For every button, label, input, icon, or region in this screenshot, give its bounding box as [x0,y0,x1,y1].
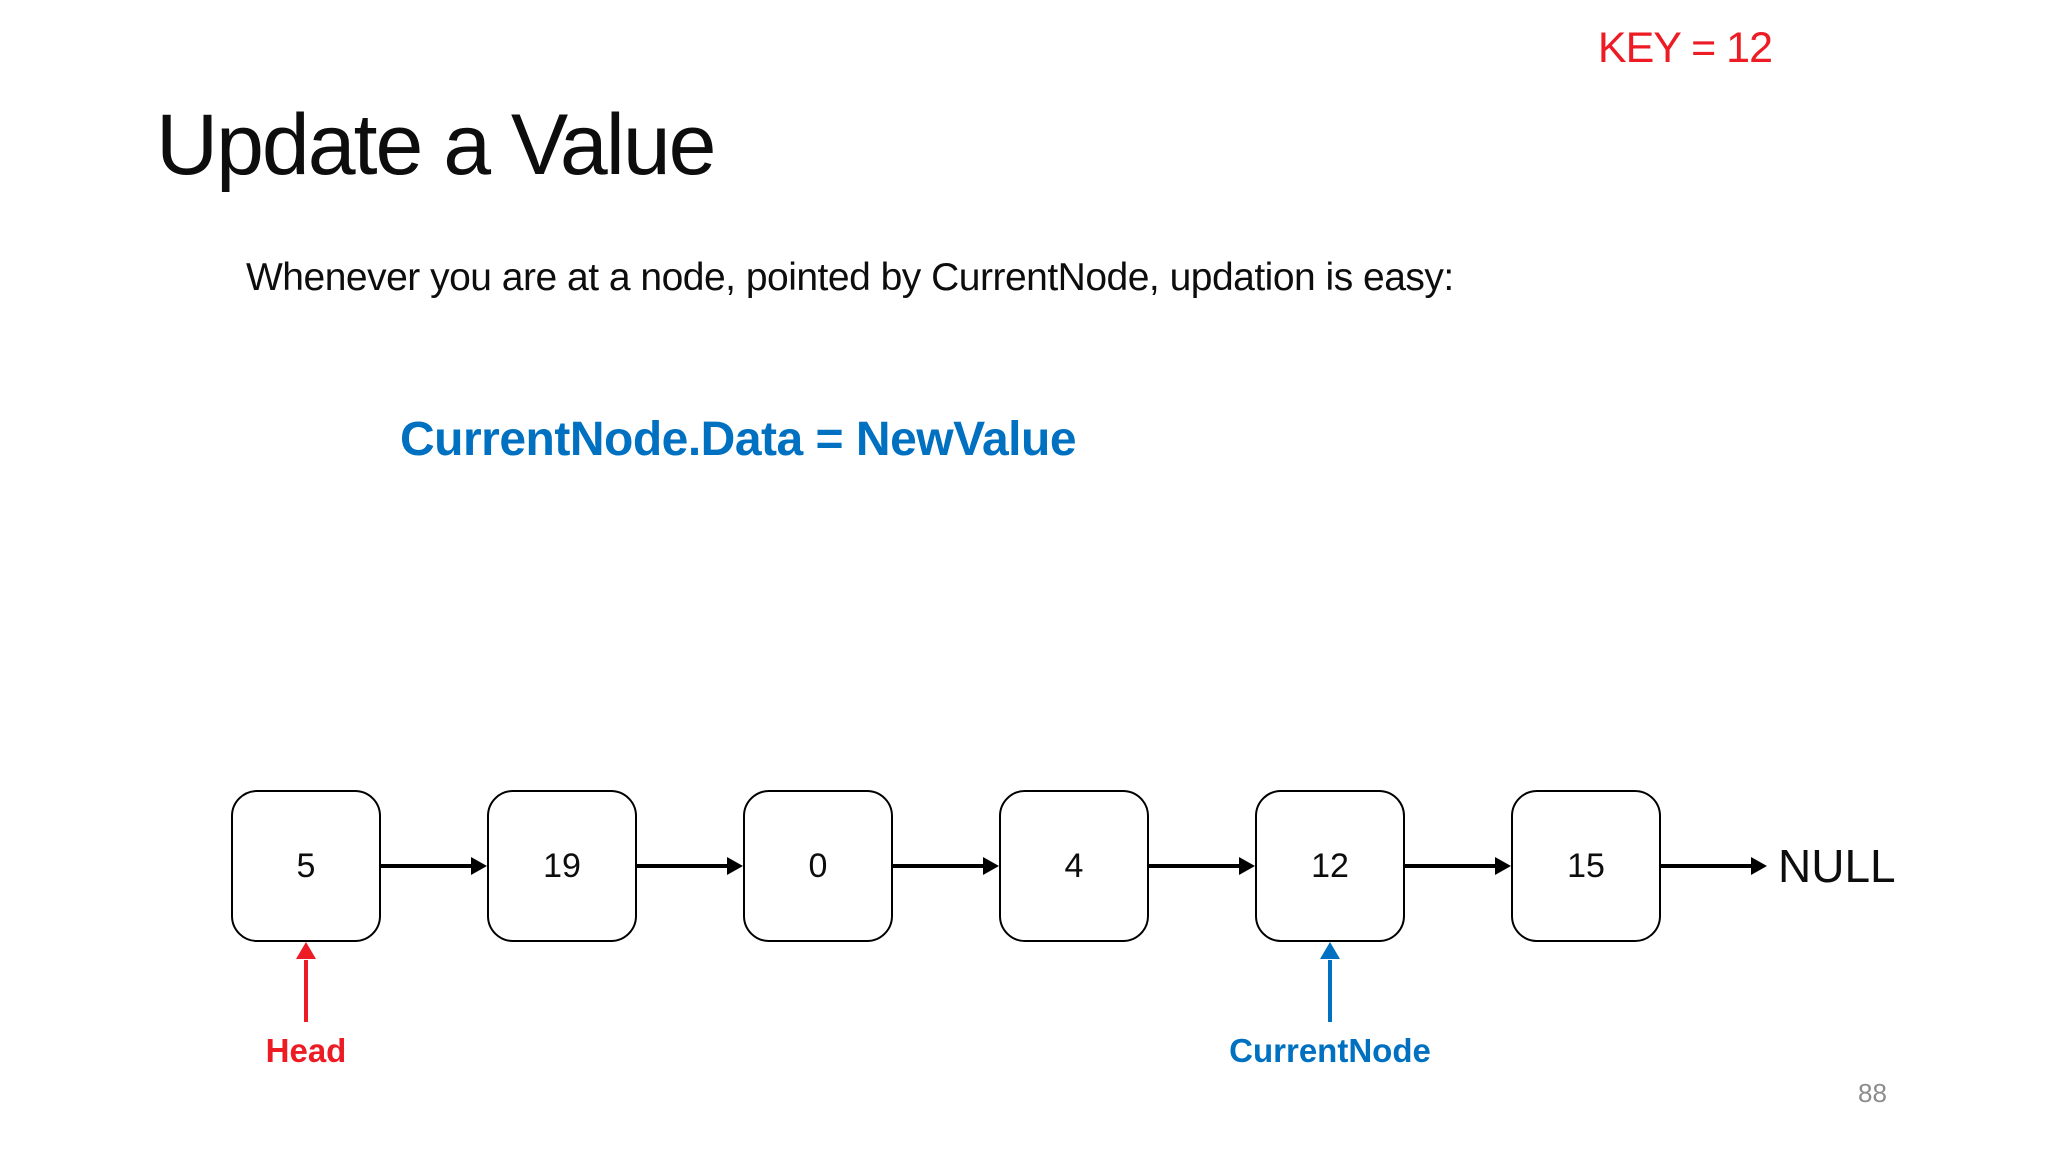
node-value: 15 [1567,846,1605,885]
slide-subtitle: Whenever you are at a node, pointed by C… [246,256,1454,299]
null-pointer-arrow [1661,864,1751,868]
node-value: 4 [1064,846,1084,885]
key-annotation: KEY = 12 [1597,24,1773,72]
code-statement: CurrentNode.Data = NewValue [400,413,1077,466]
node-value: 19 [543,846,581,885]
list-node: 19 [487,790,637,942]
next-pointer-arrow [637,864,727,868]
next-pointer-arrow [381,864,471,868]
head-pointer-label: Head [265,1032,347,1069]
list-node: 5 [231,790,381,942]
next-pointer-arrow [893,864,983,868]
head-arrow [304,960,308,1022]
list-node: 0 [743,790,893,942]
page-title: Update a Value [156,97,717,193]
list-node: 12 [1255,790,1405,942]
arrowhead-right-icon [1239,857,1255,875]
null-label: NULL [1778,840,1896,892]
node-value: 12 [1311,846,1349,885]
currentnode-arrow [1328,960,1332,1022]
head-arrow-icon [296,942,316,959]
arrowhead-right-icon [471,857,487,875]
arrowhead-right-icon [727,857,743,875]
arrowhead-right-icon [1751,857,1767,875]
currentnode-arrow-icon [1320,942,1340,959]
arrowhead-right-icon [1495,857,1511,875]
node-value: 0 [808,846,828,885]
node-value: 5 [296,846,316,885]
list-node: 15 [1511,790,1661,942]
next-pointer-arrow [1405,864,1495,868]
list-node: 4 [999,790,1149,942]
currentnode-pointer-label: CurrentNode [1229,1032,1431,1069]
next-pointer-arrow [1149,864,1239,868]
page-number: 88 [1858,1078,1887,1108]
arrowhead-right-icon [983,857,999,875]
